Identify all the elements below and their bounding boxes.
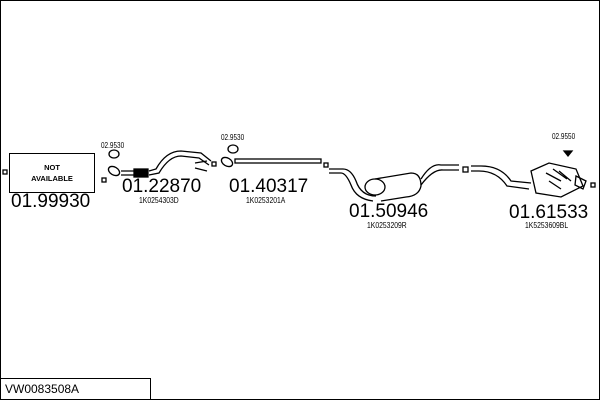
oem-reference: 1K0253201A [246,196,286,205]
clamp-number: 02.9530 [101,141,125,150]
gasket-icon [107,165,121,177]
not-available-box: NOT AVAILABLE [9,153,95,193]
not-available-text: AVAILABLE [31,174,73,183]
rear-silencer [530,162,584,198]
part-number: 01.22870 [122,176,202,197]
part-number: 01.99930 [11,191,91,212]
part-number: 01.50946 [349,201,429,222]
hanger-icon [562,150,574,158]
front-pipe [121,150,212,176]
connector-icon [211,161,217,167]
part-number: 01.61533 [509,202,589,223]
center-pipe [329,168,377,202]
oem-reference: 1K0253209R [367,221,407,230]
rear-pipe [471,165,532,190]
connector-icon [2,169,8,175]
gasket-icon [220,156,234,168]
clamp-number: 02.9530 [221,133,245,142]
connector-icon [101,177,107,183]
part-number: 01.40317 [229,176,309,197]
not-available-text: NOT [44,163,60,172]
kit-code: VW0083508A [1,378,151,399]
center-silencer [364,178,386,196]
flex-joint [133,168,149,178]
oem-reference: 1K0254303D [139,196,179,205]
clamp-number: 02.9550 [552,132,576,141]
oem-reference: 1K5253609BL [525,221,569,230]
middle-pipe [234,158,322,164]
gasket-icon [227,144,239,154]
gasket-icon [108,149,120,159]
